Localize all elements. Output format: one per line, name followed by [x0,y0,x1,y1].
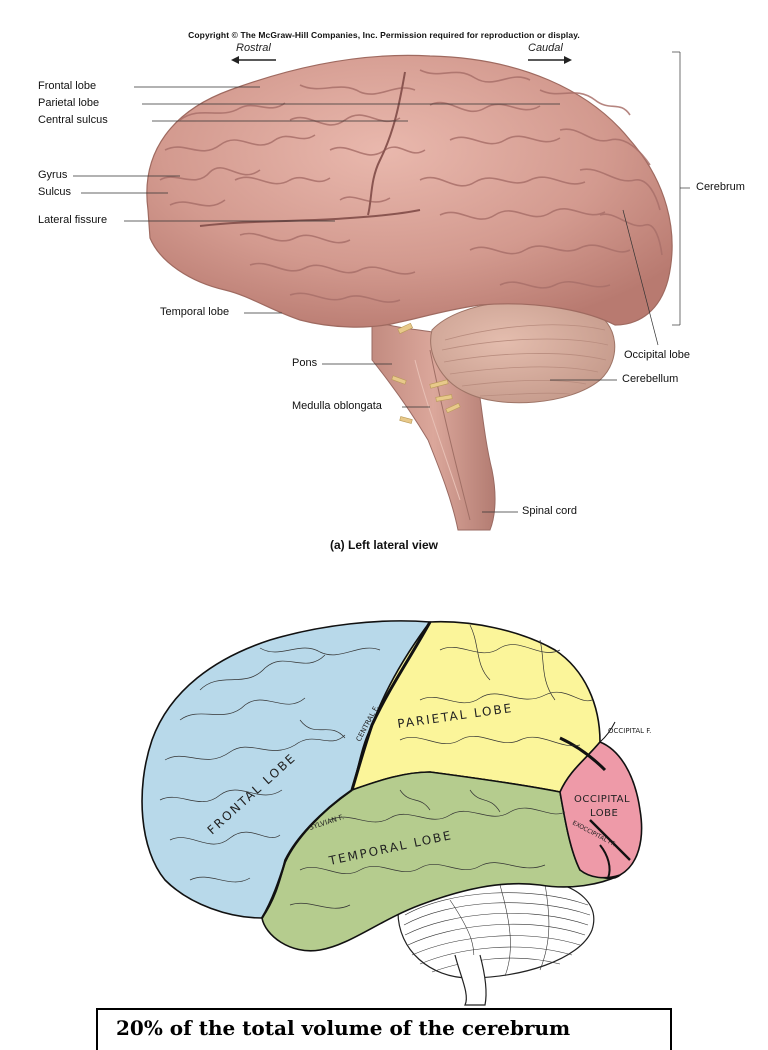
caudal-arrow [528,56,572,64]
figure-caption: (a) Left lateral view [0,538,768,552]
cerebrum [146,54,673,328]
caption-prefix: (a) [329,538,345,552]
footer-text-box: 20% of the total volume of the cerebrum [96,1008,672,1050]
label-spinal-cord: Spinal cord [522,505,578,517]
caption-text: Left lateral view [347,538,439,552]
label-medulla-oblongata: Medulla oblongata [292,400,382,412]
label-cerebellum: Cerebellum [622,373,679,385]
rostral-label: Rostral [236,42,271,54]
copyright-notice: Copyright © The McGraw-Hill Companies, I… [188,30,580,40]
occipital-fissure-label: OCCIPITAL F. [608,727,651,735]
footer-text: 20% of the total volume of the cerebrum [116,1016,571,1040]
occipital-lobe-label-line2: LOBE [590,808,618,819]
occipital-lobe-label-line1: OCCIPITAL [574,794,630,805]
caudal-label: Caudal [528,42,563,54]
bottom-gyri-pattern [159,624,593,909]
cerebellum [430,299,616,404]
cranial-nerves [391,322,461,424]
label-temporal-lobe: Temporal lobe [160,306,230,318]
cerebellum-drawing [397,879,595,1006]
label-parietal-lobe: Parietal lobe [38,97,100,109]
label-frontal-lobe: Frontal lobe [38,80,97,92]
label-central-sulcus: Central sulcus [38,114,108,126]
label-gyrus: Gyrus [38,169,68,181]
brain-diagrams: FRONTAL LOBE PARIETAL LOBE TEMPORAL LOBE… [73,51,690,1006]
label-occipital-lobe: Occipital lobe [624,349,691,361]
label-pons: Pons [292,357,318,369]
label-cerebrum: Cerebrum [696,181,745,193]
label-lateral-fissure: Lateral fissure [38,214,108,226]
occipital-lobe-region [559,741,643,879]
label-sulcus: Sulcus [38,186,72,198]
rostral-arrow [231,56,276,64]
leader-lines [73,51,690,513]
